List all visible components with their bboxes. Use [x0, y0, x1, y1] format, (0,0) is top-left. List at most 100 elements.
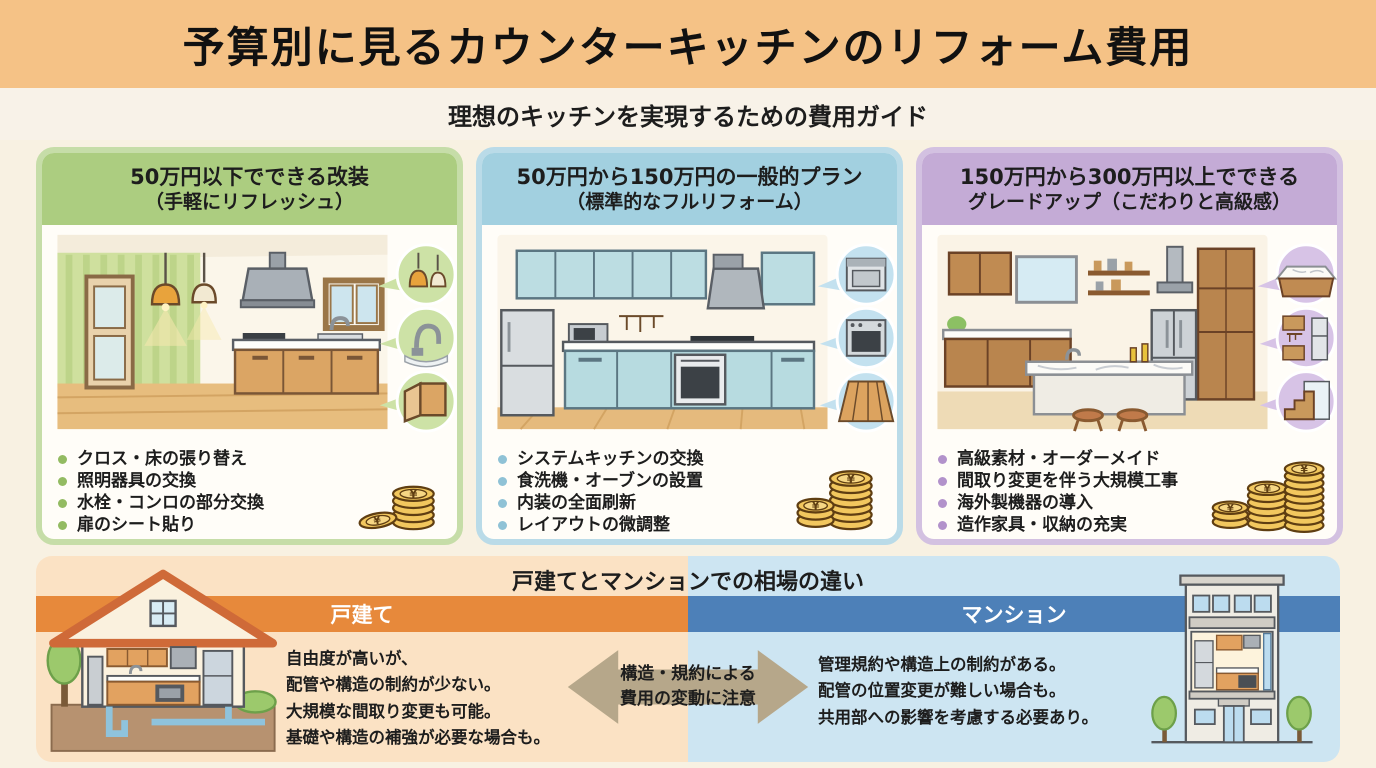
page-title: 予算別に見るカウンターキッチンのリフォーム費用 [182, 22, 1194, 72]
bullet-dot-icon [58, 454, 67, 464]
callout-cabinet-door-icon [379, 370, 457, 433]
fridge-icon [202, 649, 234, 706]
feature-text: 食洗機・オーブンの設置 [517, 471, 703, 491]
feature-text: 照明器具の交換 [77, 471, 196, 491]
list-item: 高級素材・オーダーメイド [938, 448, 1327, 470]
plan-card-budget: 50万円以下でできる改装 （手軽にリフレッシュ） [36, 147, 463, 545]
coin-stack-icon: ¥ ¥ [358, 485, 435, 531]
mansion-band-label: マンション [961, 603, 1067, 627]
mansion-description: 管理規約や構造上の制約がある。 配管の位置変更が難しい場合も。 共用部への影響を… [818, 652, 1098, 731]
counter-icon [942, 316, 1072, 388]
plan-title: 50万円から150万円の一般的プラン [516, 164, 863, 189]
comparison-section: 戸建てとマンションでの相場の違い 戸建て マンション [36, 556, 1340, 762]
plan-feature-list-budget: クロス・床の張り替え 照明器具の交換 水栓・コンロの部分交換 扉のシート貼り [42, 441, 457, 539]
range-hood-icon [706, 253, 766, 310]
upper-cabinets-icon [106, 648, 168, 668]
boiler-icon [87, 655, 104, 706]
feature-text: 海外製機器の導入 [957, 493, 1093, 513]
gable-window-icon [149, 599, 177, 628]
open-shelves-icon [1088, 258, 1150, 296]
bullet-dot-icon [58, 498, 67, 508]
comparison-title: 戸建てとマンションでの相場の違い [511, 570, 864, 595]
lower-cabinets-icon [106, 680, 201, 706]
mansion-description-line: 共用部への影響を考慮する必要あり。 [818, 707, 1099, 727]
mansion-description-line: 管理規約や構造上の制約がある。 [818, 655, 1066, 674]
feature-text: 内装の全面刷新 [517, 493, 636, 513]
list-item: 照明器具の交換 [58, 470, 447, 492]
plan-card-budget-header: 50万円以下でできる改装 （手軽にリフレッシュ） [42, 153, 457, 225]
plan-feature-list-upgrade: 高級素材・オーダーメイド 間取り変更を伴う大規模工事 海外製機器の導入 造作家具… [922, 441, 1337, 539]
kitchen-island-icon [1025, 343, 1194, 416]
bullet-dot-icon [498, 498, 507, 508]
plan-subtitle: （標準的なフルリフォーム） [566, 191, 813, 214]
arrow-note: 構造・規約による 費用の変動に注意 [562, 638, 814, 736]
standard-kitchen-illustration [497, 234, 897, 433]
plan-title: 50万円以下でできる改装 [130, 164, 369, 189]
tree-icon [1151, 695, 1312, 743]
upper-cabinets-icon [515, 249, 816, 306]
arrow-note-line: 構造・規約による [620, 664, 756, 685]
coin-stack-icon: ¥ ¥ ¥ [1211, 461, 1325, 533]
callout-lamp-icon [377, 243, 457, 306]
list-item: 海外製機器の導入 [938, 492, 1327, 514]
pendant-lamp-icon [144, 252, 222, 346]
bullet-dot-icon [58, 520, 67, 530]
yen-mark: ¥ [409, 487, 417, 501]
list-item: 間取り変更を伴う大規模工事 [938, 470, 1327, 492]
list-item: 扉のシート貼り [58, 514, 447, 536]
apartment-building-icon [1151, 574, 1313, 744]
yen-mark: ¥ [372, 513, 382, 527]
faucet-icon [128, 664, 143, 675]
plan-card-standard-header: 50万円から150万円の一般的プラン （標準的なフルリフォーム） [482, 153, 897, 225]
yen-mark: ¥ [847, 472, 856, 486]
door-icon [84, 274, 135, 390]
built-in-oven-icon [673, 353, 727, 406]
upper-cabinets-icon [947, 251, 1012, 296]
yen-mark: ¥ [1227, 504, 1234, 515]
bullet-dot-icon [498, 476, 507, 486]
house-description-line: 基礎や構造の補強が必要な場合も。 [286, 728, 550, 748]
list-item: 食洗機・オーブンの設置 [498, 470, 887, 492]
house-description-line: 自由度が高いが、 [286, 649, 418, 668]
title-bar: 予算別に見るカウンターキッチンのリフォーム費用 [0, 0, 1376, 88]
callout-cabinet-set-icon [1259, 306, 1337, 370]
tall-cabinets-icon [1196, 247, 1256, 401]
bullet-dot-icon [58, 476, 67, 486]
bar-stool-icon [1072, 408, 1149, 432]
list-item: クロス・床の張り替え [58, 448, 447, 470]
window-icon [1015, 255, 1078, 304]
feature-text: 造作家具・収納の充実 [957, 515, 1127, 535]
coin-stack-icon: ¥ ¥ [796, 470, 873, 531]
plan-subtitle: （手軽にリフレッシュ） [144, 191, 354, 214]
double-arrow-icon [567, 650, 809, 724]
callout-marble-counter-icon [1257, 243, 1337, 306]
plan-card-upgrade: 150万円から300万円以上でできる グレードアップ（こだわりと高級感） [916, 147, 1343, 545]
range-hood-icon [1156, 245, 1194, 294]
list-item: システムキッチンの交換 [498, 448, 887, 470]
house-description-line: 配管や構造の制約が少ない。 [286, 675, 501, 695]
plan-feature-list-standard: システムキッチンの交換 食洗機・オーブンの設置 内装の全面刷新 レイアウトの微調… [482, 441, 897, 539]
list-item: レイアウトの微調整 [498, 514, 887, 536]
bullet-dot-icon [938, 498, 947, 508]
callout-faucet-icon [379, 306, 457, 370]
kitchen-cutaway-icon [1190, 630, 1274, 693]
bullet-dot-icon [498, 520, 507, 530]
house-icon [46, 569, 278, 752]
callout-oven-icon [819, 306, 897, 370]
callout-dishwasher-icon [817, 243, 897, 306]
page-subtitle: 理想のキッチンを実現するための費用ガイド [0, 88, 1376, 140]
feature-text: クロス・床の張り替え [77, 449, 247, 469]
range-hood-icon [169, 646, 197, 670]
callout-flooring-icon [819, 370, 897, 433]
mansion-description-line: 配管の位置変更が難しい場合も。 [818, 681, 1066, 701]
utensil-rail-icon [619, 315, 664, 333]
house-description: 自由度が高いが、 配管や構造の制約が少ない。 大規模な間取り変更も可能。 基礎や… [286, 646, 550, 752]
bullet-dot-icon [938, 454, 947, 464]
fridge-icon [500, 308, 555, 417]
feature-text: 高級素材・オーダーメイド [957, 449, 1161, 469]
bullet-dot-icon [938, 520, 947, 530]
yen-mark: ¥ [1264, 483, 1272, 495]
feature-text: システムキッチンの交換 [517, 449, 704, 469]
arrow-note-line: 費用の変動に注意 [620, 689, 756, 709]
